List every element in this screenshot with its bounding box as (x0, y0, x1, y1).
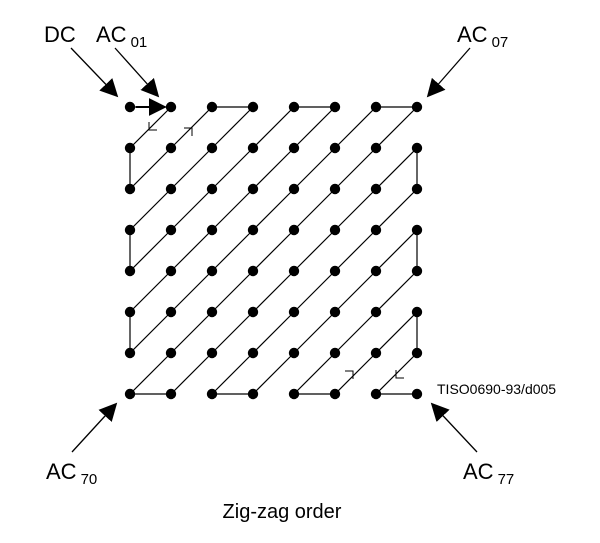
ac70-pointer-arrow (71, 402, 118, 453)
coefficient-dot-r2-c5 (329, 183, 341, 195)
coefficient-dot-r0-c2 (206, 101, 218, 113)
coefficient-dot-r5-c1 (165, 306, 177, 318)
coefficient-dot-r1-c5 (329, 142, 341, 154)
coefficient-dot-r3-c1 (165, 224, 177, 236)
coefficient-dot-r3-c7 (411, 224, 423, 236)
coefficient-dot-r2-c0 (124, 183, 136, 195)
ac77-label-subscript: 77 (498, 471, 515, 488)
reference-code: TISO0690-93/d005 (437, 381, 556, 397)
coefficient-dot-r6-c5 (329, 347, 341, 359)
coefficient-dot-r3-c6 (370, 224, 382, 236)
coefficient-dot-r3-c4 (288, 224, 300, 236)
coefficient-dot-r6-c2 (206, 347, 218, 359)
coefficient-dot-r4-c0 (124, 265, 136, 277)
coefficient-dot-r3-c5 (329, 224, 341, 236)
coefficient-dot-r6-c7 (411, 347, 423, 359)
coefficient-dot-r5-c5 (329, 306, 341, 318)
coefficient-dot-r7-c7 (411, 388, 423, 400)
coefficient-dot-r5-c3 (247, 306, 259, 318)
ac07-label-subscript: 07 (492, 34, 509, 51)
ac01-label-main: AC (96, 22, 127, 47)
dc-label: DC (44, 22, 76, 47)
coefficient-dot-r5-c0 (124, 306, 136, 318)
coefficient-dot-r7-c3 (247, 388, 259, 400)
ac70-label-main: AC (46, 459, 77, 484)
coefficient-dot-r1-c4 (288, 142, 300, 154)
coefficient-dot-r0-c7 (411, 101, 423, 113)
direction-chevron-bottom-right-down (395, 370, 404, 379)
coefficient-dot-r0-c5 (329, 101, 341, 113)
coefficient-dot-r1-c7 (411, 142, 423, 154)
coefficient-dot-r1-c0 (124, 142, 136, 154)
coefficient-dot-r0-c4 (288, 101, 300, 113)
ac70-label-subscript: 70 (81, 471, 98, 488)
coefficient-dot-r1-c3 (247, 142, 259, 154)
coefficient-dot-r4-c4 (288, 265, 300, 277)
coefficient-dot-r2-c7 (411, 183, 423, 195)
coefficient-dot-r7-c5 (329, 388, 341, 400)
ac01-pointer-arrow (114, 47, 160, 98)
coefficient-dot-r4-c3 (247, 265, 259, 277)
coefficient-dot-r7-c1 (165, 388, 177, 400)
coefficient-dot-r4-c5 (329, 265, 341, 277)
coefficient-dot-r7-c0 (124, 388, 136, 400)
coefficient-dot-r6-c3 (247, 347, 259, 359)
coefficient-dot-r1-c1 (165, 142, 177, 154)
coefficient-dot-r5-c2 (206, 306, 218, 318)
coefficient-dot-r5-c6 (370, 306, 382, 318)
coefficient-dot-r0-c0 (124, 101, 136, 113)
coefficient-dot-r4-c7 (411, 265, 423, 277)
coefficient-dot-r4-c1 (165, 265, 177, 277)
coefficient-dot-r2-c2 (206, 183, 218, 195)
coefficient-dot-r4-c2 (206, 265, 218, 277)
coefficient-dot-r0-c3 (247, 101, 259, 113)
coefficient-dot-r6-c1 (165, 347, 177, 359)
coefficient-dot-r7-c4 (288, 388, 300, 400)
coefficient-dot-r0-c6 (370, 101, 382, 113)
coefficient-dot-r1-c6 (370, 142, 382, 154)
figure-caption: Zig-zag order (223, 501, 342, 523)
dc-pointer-arrow (70, 47, 119, 98)
coefficient-dot-r5-c7 (411, 306, 423, 318)
ac77-pointer-arrow (430, 402, 478, 453)
coefficient-dot-r3-c2 (206, 224, 218, 236)
ac01-label-subscript: 01 (131, 34, 148, 51)
coefficient-grid (124, 101, 423, 400)
direction-chevron-bottom-right-up (345, 370, 354, 379)
coefficient-dot-r2-c6 (370, 183, 382, 195)
ac07-pointer-arrow (426, 47, 471, 98)
coefficient-dot-r0-c1 (165, 101, 177, 113)
zigzag-path (128, 98, 419, 395)
ac07-label-main: AC (457, 22, 488, 47)
coefficient-dot-r2-c4 (288, 183, 300, 195)
coefficient-dot-r1-c2 (206, 142, 218, 154)
coefficient-dot-r7-c2 (206, 388, 218, 400)
coefficient-dot-r2-c3 (247, 183, 259, 195)
coefficient-dot-r4-c6 (370, 265, 382, 277)
coefficient-dot-r6-c0 (124, 347, 136, 359)
coefficient-dot-r3-c3 (247, 224, 259, 236)
ac77-label-main: AC (463, 459, 494, 484)
coefficient-dot-r6-c4 (288, 347, 300, 359)
coefficient-dot-r3-c0 (124, 224, 136, 236)
coefficient-dot-r5-c4 (288, 306, 300, 318)
direction-chevron-top-left-down (148, 122, 157, 131)
zigzag-line (128, 106, 419, 395)
coefficient-dot-r7-c6 (370, 388, 382, 400)
direction-chevron-top-left-up (184, 127, 193, 136)
coefficient-dot-r6-c6 (370, 347, 382, 359)
coefficient-dot-r2-c1 (165, 183, 177, 195)
